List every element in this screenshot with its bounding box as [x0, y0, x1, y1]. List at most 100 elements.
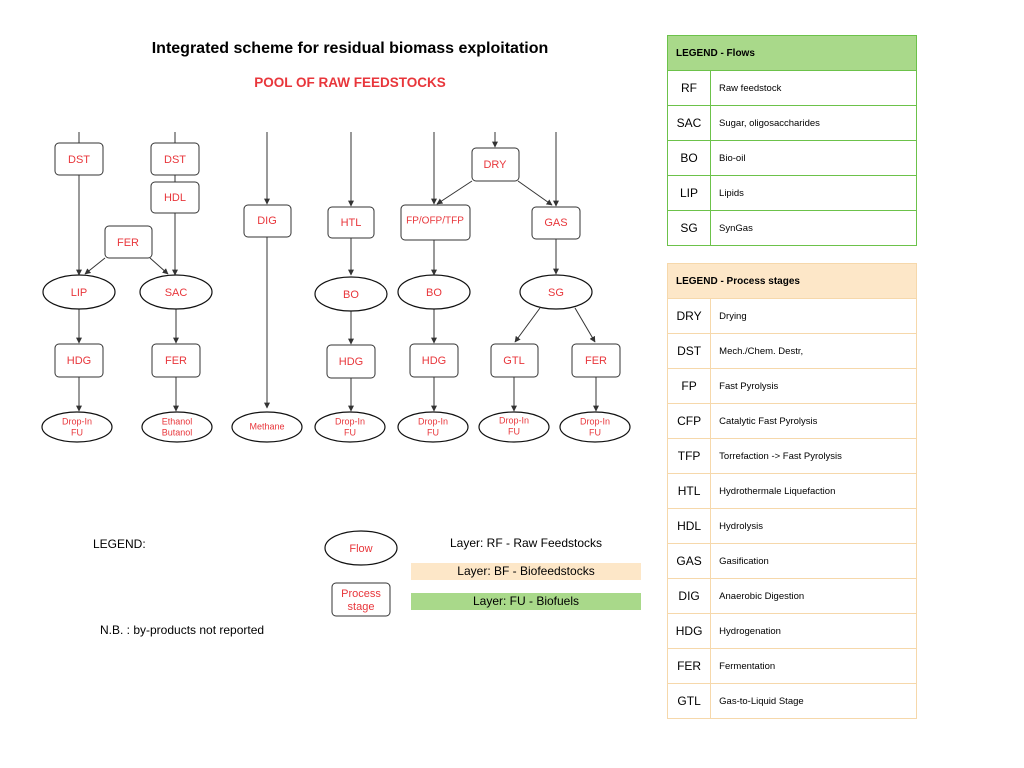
label-out5-line1: Drop-In — [418, 416, 448, 426]
label-out2-line2: Butanol — [162, 427, 193, 437]
flow-bo-2 — [397, 274, 471, 310]
stage-abbr: DST — [666, 333, 712, 369]
stage-desc: Mech./Chem. Destr, — [710, 333, 917, 369]
label-out6-line2: FU — [508, 426, 520, 436]
output-drop-in-fu-1 — [41, 411, 113, 443]
process-dst-1 — [54, 142, 104, 176]
stage-desc: Catalytic Fast Pyrolysis — [710, 403, 917, 439]
stage-abbr: GAS — [666, 543, 712, 579]
label-sac: SAC — [165, 287, 188, 299]
process-dry — [471, 147, 520, 182]
edge-fer-sac — [149, 257, 169, 275]
flow-abbr: RF — [666, 70, 712, 106]
label-out2-line1: Ethanol — [162, 416, 193, 426]
output-drop-in-fu-5 — [559, 411, 631, 443]
output-drop-in-fu-3 — [397, 411, 469, 443]
edge-dry-fp — [436, 180, 473, 205]
diagram-subtitle: POOL OF RAW FEEDSTOCKS — [254, 75, 446, 90]
label-dry: DRY — [483, 159, 507, 171]
label-out7-line1: Drop-In — [580, 416, 610, 426]
edge-sg-gtl — [514, 307, 541, 343]
label-hdg-1: HDG — [67, 355, 91, 367]
output-drop-in-fu-2 — [314, 411, 386, 443]
label-hdg-2: HDG — [339, 356, 363, 368]
stage-abbr: DRY — [666, 298, 712, 334]
flow-desc: Sugar, oligosaccharides — [710, 105, 917, 141]
label-fer-2: FER — [165, 355, 187, 367]
stage-abbr: DIG — [666, 578, 712, 614]
process-gas — [531, 206, 581, 240]
process-hdg-2 — [326, 344, 376, 379]
label-sg: SG — [548, 287, 564, 299]
label-gtl: GTL — [503, 355, 524, 367]
flow-desc: Lipids — [710, 175, 917, 211]
label-hdg-3: HDG — [422, 355, 446, 367]
process-fer-top — [104, 225, 153, 259]
label-gas: GAS — [544, 217, 567, 229]
legend-process-line2: stage — [348, 601, 375, 613]
label-out5-line2: FU — [427, 427, 439, 437]
label-out4-line1: Drop-In — [335, 416, 365, 426]
connectors — [76, 132, 599, 412]
layer-rf: Layer: RF - Raw Feedstocks — [449, 536, 603, 550]
process-hdg-1 — [54, 343, 104, 378]
label-fer-top: FER — [117, 237, 139, 249]
flow-abbr: LIP — [666, 175, 712, 211]
label-out6-line1: Drop-In — [499, 415, 529, 425]
stage-abbr: FER — [666, 648, 712, 684]
output-drop-in-fu-4 — [478, 411, 550, 443]
process-fer-2 — [151, 343, 201, 378]
process-fer-3 — [571, 343, 621, 378]
legend-flow-label: Flow — [349, 543, 372, 555]
label-out4-line2: FU — [344, 427, 356, 437]
stage-desc: Fermentation — [710, 648, 917, 684]
diagram-title: Integrated scheme for residual biomass e… — [151, 40, 549, 57]
output-methane — [231, 411, 303, 443]
stages-table-header: LEGEND - Process stages — [667, 263, 917, 299]
stage-desc: Anaerobic Digestion — [710, 578, 917, 614]
stage-abbr: HTL — [666, 473, 712, 509]
label-out7-line2: FU — [589, 427, 601, 437]
flow-sg — [519, 274, 593, 310]
label-out1-line2: FU — [71, 427, 83, 437]
process-hdl — [150, 181, 200, 214]
legend-label: LEGEND: — [93, 537, 146, 551]
layer-bf: Layer: BF - Biofeedstocks — [411, 563, 641, 580]
label-dst-2: DST — [164, 154, 186, 166]
legend-note: N.B. : by-products not reported — [100, 623, 265, 637]
label-lip: LIP — [71, 287, 88, 299]
label-out3: Methane — [249, 421, 284, 431]
flow-desc: Raw feedstock — [710, 70, 917, 106]
stage-abbr: GTL — [666, 683, 712, 719]
stage-abbr: TFP — [666, 438, 712, 474]
label-bo-2: BO — [426, 287, 442, 299]
label-dig: DIG — [257, 215, 277, 227]
process-dst-2 — [150, 142, 200, 176]
edge-fer-lip — [84, 257, 106, 275]
label-fer-3: FER — [585, 355, 607, 367]
stage-desc: Torrefaction -> Fast Pyrolysis — [710, 438, 917, 474]
flow-lip — [42, 274, 116, 310]
stage-desc: Hydrolysis — [710, 508, 917, 544]
stage-abbr: FP — [666, 368, 712, 404]
layer-fu: Layer: FU - Biofuels — [411, 593, 641, 610]
edge-dry-gas — [517, 180, 553, 206]
process-fp — [400, 204, 471, 241]
label-dst-1: DST — [68, 154, 90, 166]
label-hdl: HDL — [164, 192, 186, 204]
stage-abbr: HDL — [666, 508, 712, 544]
label-htl: HTL — [341, 217, 362, 229]
stage-desc: Gasification — [710, 543, 917, 579]
